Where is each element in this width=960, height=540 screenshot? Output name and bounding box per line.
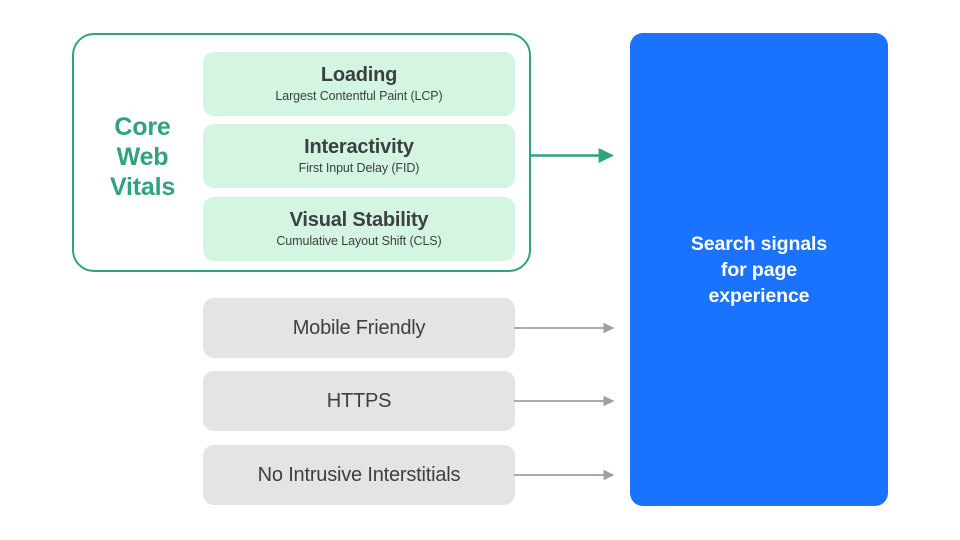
signal-card-https[interactable]: HTTPS	[203, 371, 515, 431]
signal-card-label: HTTPS	[326, 389, 392, 412]
core-web-vitals-label-line-3: Vitals	[109, 173, 176, 201]
search-signals-panel: Search signals for page experience	[630, 33, 888, 506]
vital-card-title: Visual Stability	[289, 208, 429, 231]
vital-card-interactivity[interactable]: Interactivity First Input Delay (FID)	[203, 124, 515, 188]
vital-card-subtitle: First Input Delay (FID)	[298, 160, 420, 175]
signal-card-label: Mobile Friendly	[292, 316, 426, 339]
vital-card-title: Interactivity	[304, 135, 414, 158]
vital-card-subtitle: Largest Contentful Paint (LCP)	[275, 88, 443, 103]
core-web-vitals-label-line-2: Web	[116, 143, 169, 171]
vital-card-loading[interactable]: Loading Largest Contentful Paint (LCP)	[203, 52, 515, 116]
vital-card-visual-stability[interactable]: Visual Stability Cumulative Layout Shift…	[203, 197, 515, 261]
vital-card-subtitle: Cumulative Layout Shift (CLS)	[276, 233, 442, 248]
search-signals-panel-text: Search signals for page experience	[690, 232, 828, 307]
vital-card-title: Loading	[320, 63, 398, 86]
signal-card-mobile-friendly[interactable]: Mobile Friendly	[203, 298, 515, 358]
core-web-vitals-group-label: Core Web Vitals	[90, 112, 195, 202]
signal-card-no-intrusive-interstitials[interactable]: No Intrusive Interstitials	[203, 445, 515, 505]
core-web-vitals-label-line-1: Core	[114, 113, 171, 141]
signal-card-label: No Intrusive Interstitials	[257, 463, 461, 486]
